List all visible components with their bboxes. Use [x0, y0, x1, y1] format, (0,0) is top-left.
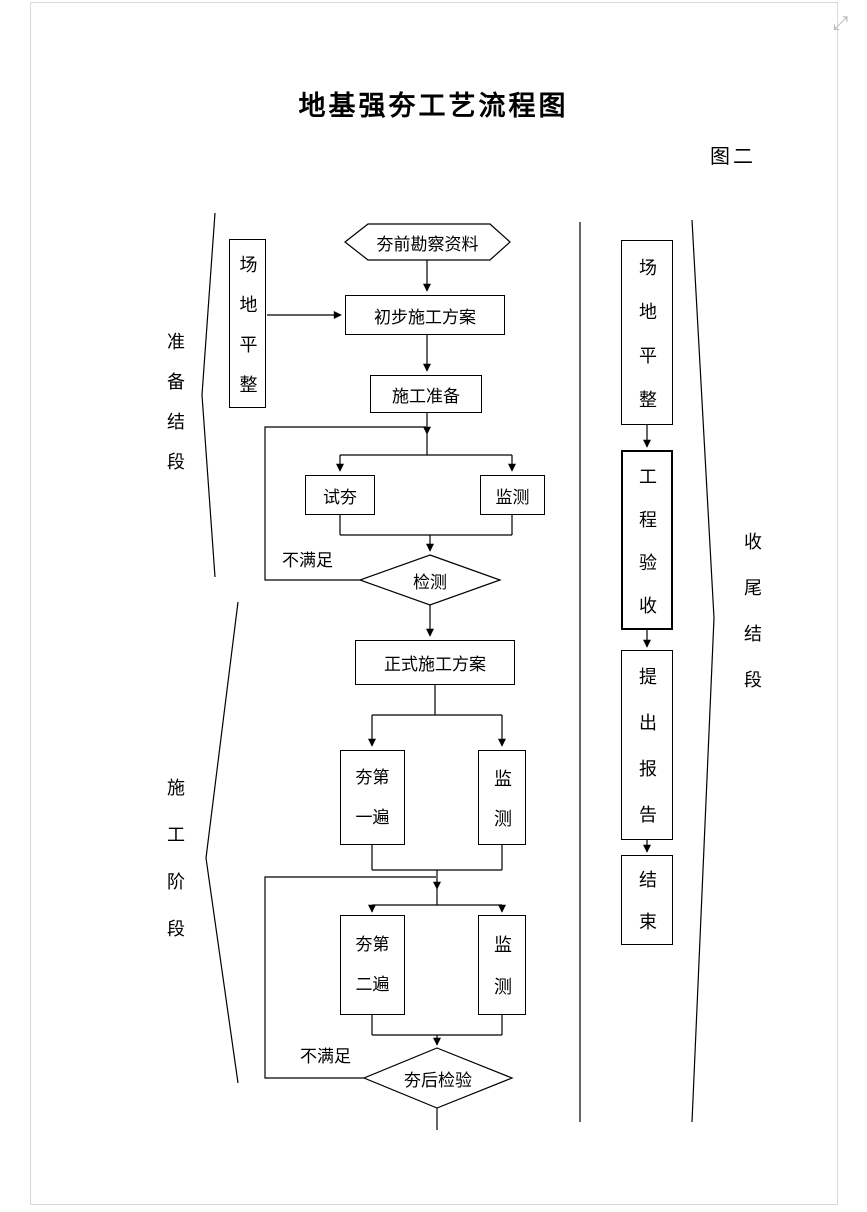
tamping-pass-2-box: 夯第二遍 [340, 915, 405, 1015]
stage-label-closing: 收尾结段 [742, 532, 762, 716]
stage-label-construction: 施工阶段 [165, 778, 185, 966]
monitoring-1-label: 监测 [495, 487, 530, 507]
post-check-label: 夯后检验 [404, 1070, 472, 1090]
construction-prep-box: 施工准备 [370, 375, 482, 413]
site-leveling-left-label: 场地平整 [237, 254, 258, 415]
not-satisfied-1-label: 不满足 [282, 551, 333, 570]
monitoring-3-box: 监测 [478, 915, 526, 1019]
construction-prep-label: 施工准备 [392, 386, 460, 406]
preliminary-plan-label: 初步施工方案 [374, 307, 476, 327]
monitoring-3-label: 监测 [492, 935, 512, 1019]
inspection-diamond [358, 554, 502, 606]
preliminary-plan-box: 初步施工方案 [345, 295, 505, 335]
site-leveling-right-box: 场地平整 [621, 240, 673, 434]
connector-lines [264, 222, 651, 1130]
fullscreen-icon[interactable]: ⤢ [833, 12, 849, 34]
trial-tamping-label: 试夯 [323, 487, 357, 507]
tamping-pass-1-box: 夯第一遍 [340, 750, 405, 845]
end-label: 结束 [637, 870, 657, 954]
not-satisfied-2-label: 不满足 [300, 1047, 351, 1066]
tamping-pass-1-label: 夯第一遍 [355, 767, 390, 827]
stage-label-preparation: 准备结段 [165, 332, 185, 492]
formal-plan-box: 正式施工方案 [355, 640, 515, 685]
closing-stage-brace [691, 219, 715, 1123]
monitoring-2-label: 监测 [492, 768, 512, 849]
monitoring-2-box: 监测 [478, 750, 526, 849]
inspection-label: 检测 [413, 572, 447, 592]
prep-stage-brace [201, 212, 216, 578]
post-check-diamond [362, 1047, 514, 1109]
tamping-pass-2-label: 夯第二遍 [355, 935, 390, 994]
project-acceptance-box: 工程验收 [621, 450, 673, 639]
monitoring-1-box: 监测 [480, 475, 545, 515]
site-leveling-right-label: 场地平整 [637, 257, 657, 434]
trial-tamping-box: 试夯 [305, 475, 375, 515]
end-box: 结束 [621, 855, 673, 954]
stage-braces [201, 212, 715, 1123]
submit-report-label: 提出报告 [637, 667, 657, 851]
formal-plan-label: 正式施工方案 [384, 655, 486, 674]
construction-stage-brace [205, 601, 239, 1084]
site-leveling-left-box: 场地平整 [229, 239, 266, 415]
submit-report-box: 提出报告 [621, 650, 673, 851]
page-title: 地基强夯工艺流程图 [298, 91, 569, 121]
survey-data-label: 夯前勘察资料 [376, 234, 479, 254]
figure-number-label: 图二 [710, 146, 756, 168]
project-acceptance-label: 工程验收 [637, 466, 657, 639]
survey-data-hexagon [344, 223, 511, 261]
